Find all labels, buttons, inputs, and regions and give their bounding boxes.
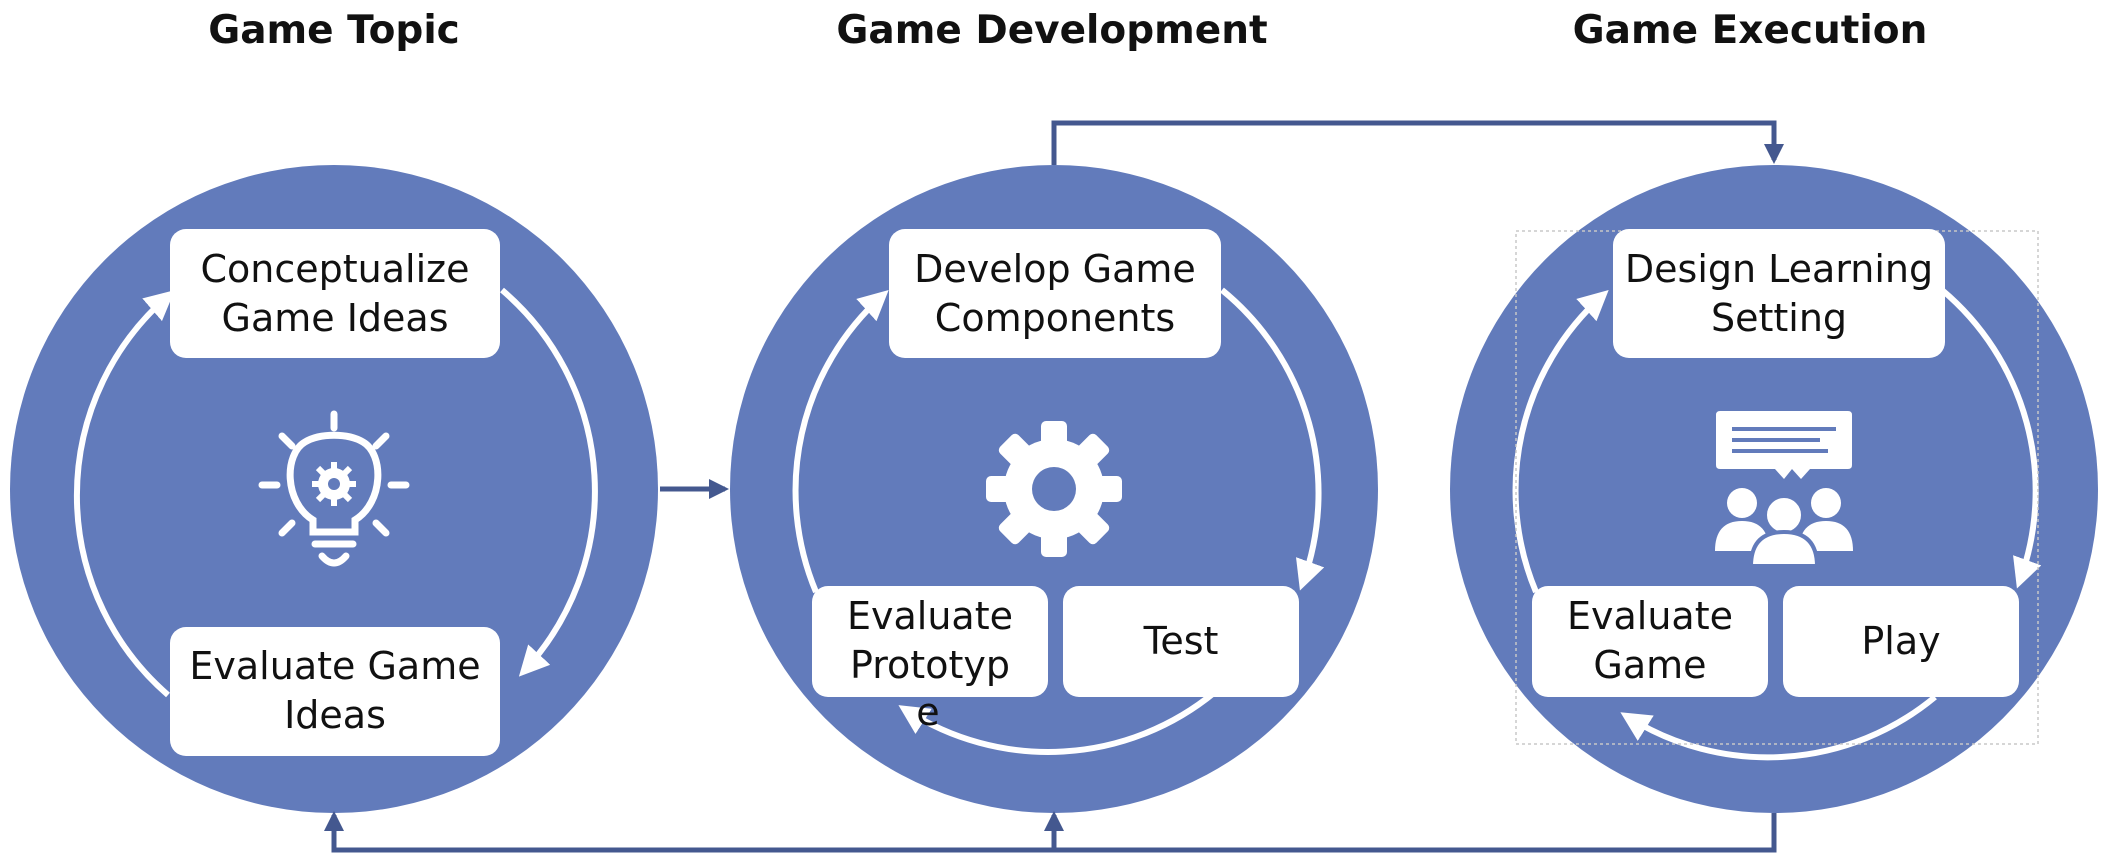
- box-evaluate-game-line-2: Game: [1593, 643, 1706, 687]
- lightbulb-gear-icon: [258, 410, 410, 567]
- box-evaluate-game-ideas: [170, 627, 500, 756]
- box-design-learning-setting-line-1: Design Learning: [1625, 247, 1933, 291]
- box-test-label: Test: [1143, 619, 1219, 663]
- box-evaluate-game: [1532, 586, 1768, 697]
- box-develop-game-components: [889, 229, 1221, 358]
- classroom-discussion-icon: [1715, 411, 1853, 568]
- topic-cycle-arrow-left: [73, 290, 175, 698]
- box-develop-game-components-line-1: Develop Game: [914, 247, 1196, 291]
- box-test: [1063, 586, 1299, 697]
- gear-icon: [986, 421, 1122, 557]
- development-cycle-arrow-left: [792, 289, 889, 594]
- topic-cycle-arrow-right: [500, 287, 598, 677]
- development-cycle-arrow-bottom: [898, 689, 1217, 755]
- execution-cycle-arrow-bottom: [1620, 694, 1937, 761]
- lightbulb-inner-gear-icon: [312, 462, 356, 506]
- box-evaluate-prototype-overflow: e: [916, 690, 939, 734]
- box-evaluate-prototype-line-2: Prototyp: [850, 643, 1010, 687]
- execution-cycle-arrow-right: [1940, 287, 2042, 589]
- box-evaluate-game-ideas-line-1: Evaluate Game: [189, 644, 480, 688]
- box-conceptualize-game-ideas-line-1: Conceptualize: [201, 247, 470, 291]
- box-evaluate-game-line-1: Evaluate: [1567, 594, 1733, 638]
- box-evaluate-prototype-line-1: Evaluate: [847, 594, 1013, 638]
- box-conceptualize-game-ideas: [170, 229, 500, 358]
- connector-development-to-execution: [1051, 120, 1784, 165]
- execution-cycle-arrow-left: [1512, 289, 1609, 594]
- development-cycle-arrow-right: [1220, 287, 1325, 591]
- heading-game-topic: Game Topic: [208, 8, 460, 53]
- box-develop-game-components-line-2: Components: [935, 296, 1175, 340]
- box-design-learning-setting: [1613, 229, 1945, 358]
- box-play-label: Play: [1861, 619, 1940, 663]
- box-evaluate-prototype: [812, 586, 1048, 697]
- box-design-learning-setting-line-2: Setting: [1711, 296, 1847, 340]
- heading-game-development: Game Development: [836, 8, 1268, 53]
- heading-game-execution: Game Execution: [1572, 8, 1928, 53]
- box-play: [1783, 586, 2019, 697]
- box-conceptualize-game-ideas-line-2: Game Ideas: [222, 296, 449, 340]
- box-evaluate-game-ideas-line-2: Ideas: [284, 693, 386, 737]
